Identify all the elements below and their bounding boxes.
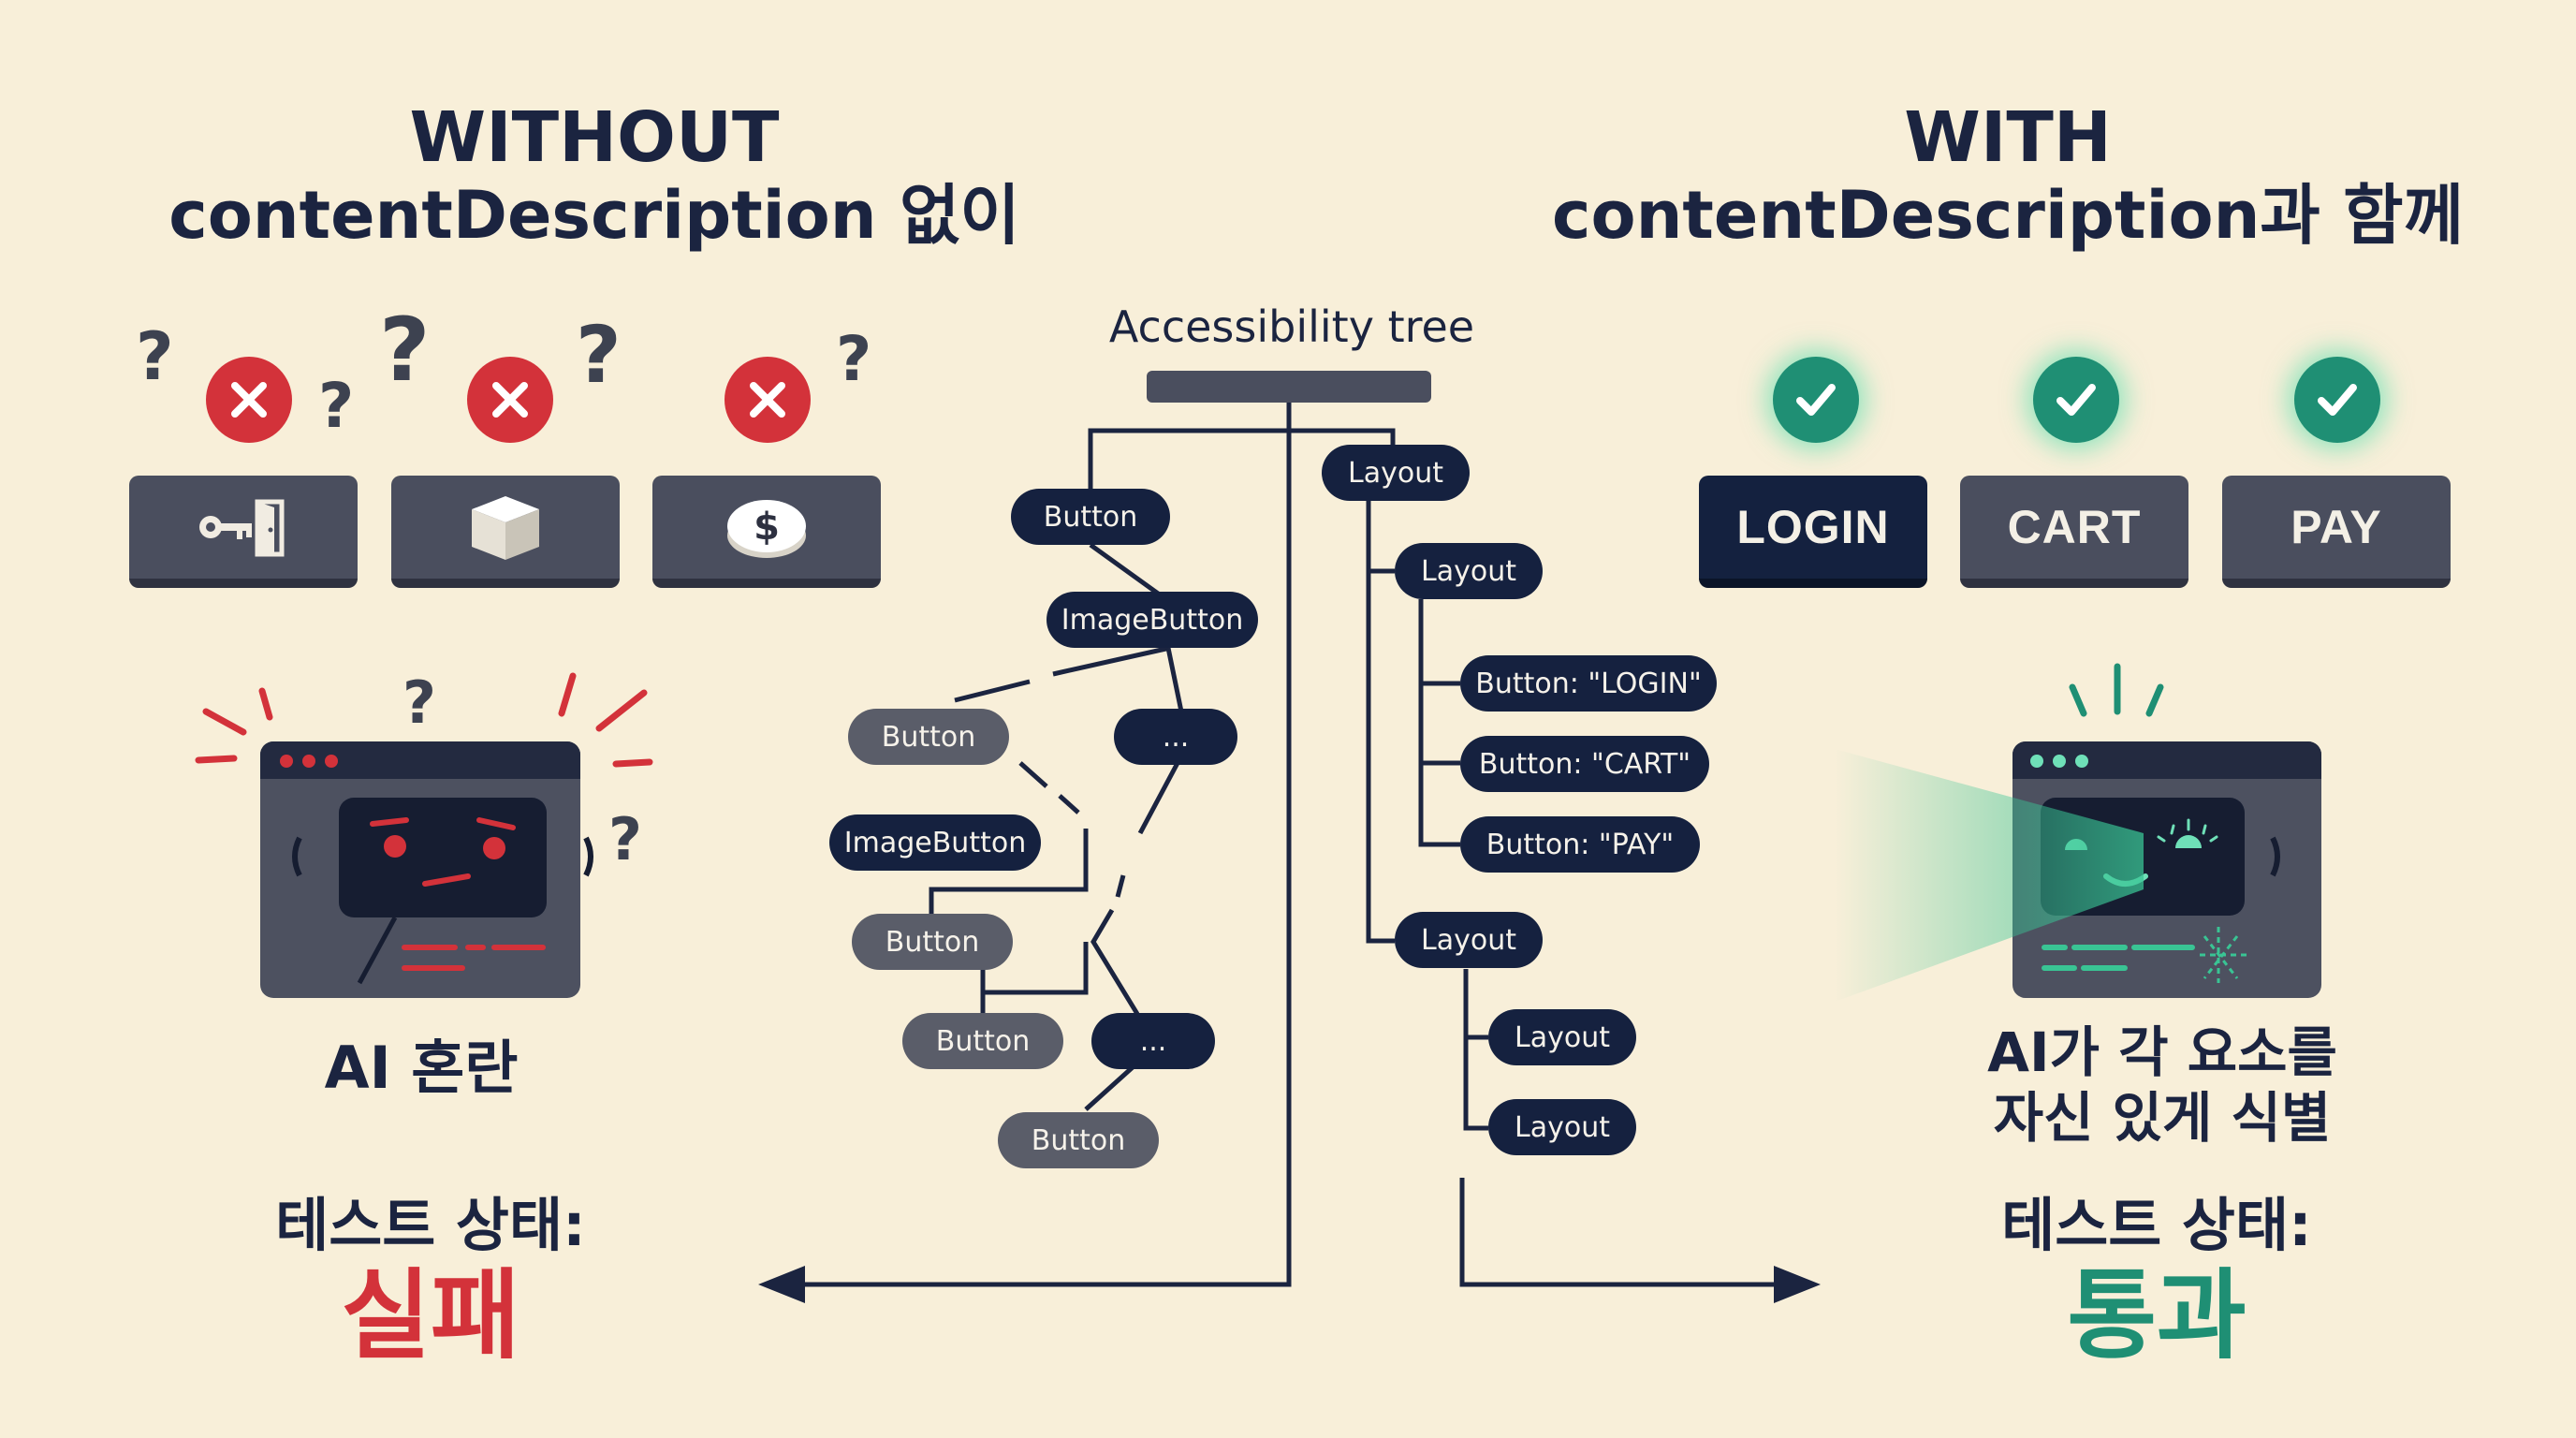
tree-node-layout: Layout bbox=[1322, 445, 1470, 501]
x-icon bbox=[467, 357, 553, 443]
coin-icon: $ bbox=[727, 500, 806, 558]
svg-text:?: ? bbox=[402, 668, 436, 737]
unlabeled-cart-button[interactable] bbox=[391, 476, 620, 588]
right-title-line2: contentDescription과 함께 bbox=[1552, 177, 2464, 255]
right-title: WITH contentDescription과 함께 bbox=[1535, 97, 2481, 255]
tree-node-button: Button bbox=[848, 709, 1009, 765]
right-title-line1: WITH bbox=[1904, 97, 2112, 178]
svg-text:?: ? bbox=[608, 805, 642, 873]
tree-node-layout: Layout bbox=[1488, 1009, 1636, 1065]
tree-title: Accessibility tree bbox=[1108, 301, 1475, 352]
check-icon bbox=[2294, 357, 2380, 443]
tree-node-button: Button bbox=[902, 1013, 1063, 1069]
tree-node-imagebutton: ImageButton bbox=[829, 814, 1041, 871]
right-caption-line2: 자신 있게 식별 bbox=[1993, 1085, 2332, 1150]
left-status-value: 실패 bbox=[341, 1258, 520, 1372]
confused-robot-icon: ? ? bbox=[195, 668, 653, 998]
right-status-value: 통과 bbox=[2067, 1258, 2247, 1372]
tree-node-button-pay: Button: "PAY" bbox=[1460, 816, 1700, 873]
x-icon bbox=[206, 357, 292, 443]
check-icon bbox=[2033, 357, 2119, 443]
tree-node-button: Button bbox=[852, 914, 1013, 970]
unlabeled-login-button[interactable] bbox=[129, 476, 358, 588]
question-mark-icon: ? bbox=[379, 300, 431, 402]
question-mark-icon: ? bbox=[136, 318, 174, 395]
pay-button[interactable]: PAY bbox=[2222, 476, 2451, 588]
unlabeled-pay-button[interactable]: $ bbox=[652, 476, 881, 588]
confident-robot-icon bbox=[1835, 663, 2321, 1002]
question-mark-icon: ? bbox=[576, 309, 622, 401]
tree-node-button: Button bbox=[1011, 489, 1170, 545]
svg-text:$: $ bbox=[754, 506, 780, 549]
question-mark-icon: ? bbox=[318, 370, 355, 442]
left-title-line2: contentDescription 없이 bbox=[168, 177, 1020, 255]
tree-node-layout: Layout bbox=[1395, 543, 1543, 599]
left-status-label: 테스트 상태: bbox=[275, 1191, 586, 1259]
question-mark-icon: ? bbox=[836, 323, 872, 395]
tree-node-button-login: Button: "LOGIN" bbox=[1460, 655, 1717, 712]
tree-node-ellipsis: ... bbox=[1091, 1013, 1215, 1069]
tree-node-button: Button bbox=[998, 1112, 1159, 1168]
tree-node-layout: Layout bbox=[1488, 1099, 1636, 1155]
box-icon bbox=[472, 496, 539, 560]
cart-button[interactable]: CART bbox=[1960, 476, 2188, 588]
left-title: WITHOUT contentDescription 없이 bbox=[122, 97, 1067, 255]
right-caption: AI가 각 요소를 자신 있게 식별 bbox=[1910, 1020, 2415, 1151]
x-icon bbox=[724, 357, 811, 443]
login-button[interactable]: LOGIN bbox=[1699, 476, 1927, 588]
tree-node-imagebutton: ImageButton bbox=[1046, 592, 1258, 648]
check-icon bbox=[1773, 357, 1859, 443]
tree-node-ellipsis: ... bbox=[1114, 709, 1237, 765]
right-status-label: 테스트 상태: bbox=[2001, 1191, 2312, 1259]
left-title-line1: WITHOUT bbox=[409, 97, 780, 178]
left-caption: AI 혼란 bbox=[324, 1034, 519, 1102]
right-caption-line1: AI가 각 요소를 bbox=[1987, 1020, 2337, 1084]
tree-node-layout: Layout bbox=[1395, 912, 1543, 968]
key-door-icon bbox=[199, 499, 285, 557]
tree-node-button-cart: Button: "CART" bbox=[1460, 736, 1709, 792]
